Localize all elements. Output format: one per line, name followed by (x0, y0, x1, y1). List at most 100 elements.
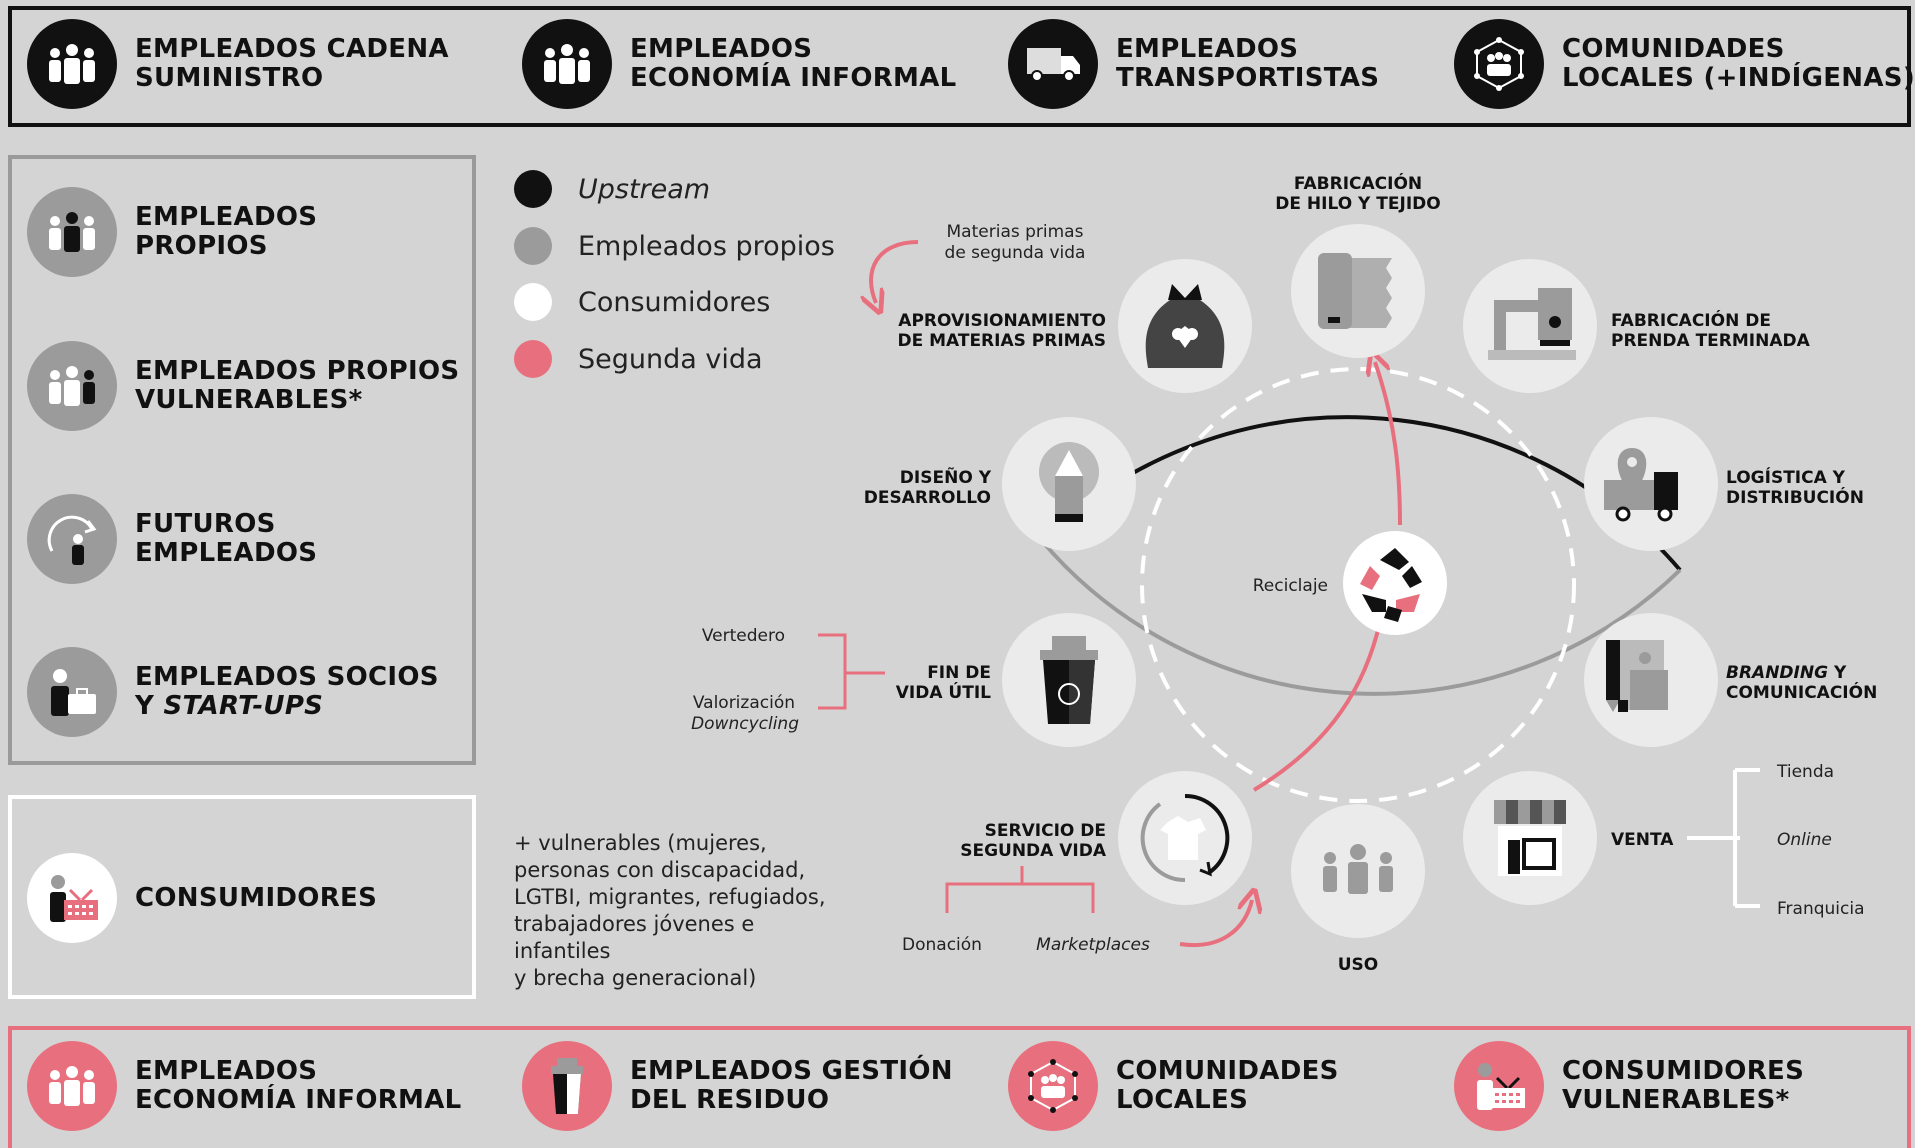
stage-fin-vida (1002, 613, 1136, 747)
stakeholder-label: LOCALES (1116, 1085, 1249, 1115)
stage-logistica (1584, 417, 1718, 551)
stage-fabricacion-prenda (1463, 259, 1597, 393)
legend-swatch (514, 340, 552, 378)
upstream-box (8, 6, 1911, 127)
legend-label: Upstream (578, 173, 711, 205)
stage-label: APROVISIONAMIENTO (898, 311, 1106, 331)
legend-second-life: Segunda vida (514, 340, 763, 378)
stage-branding (1584, 613, 1718, 747)
second-life-option: Donación (902, 935, 982, 955)
stakeholder-label: EMPLEADOS GESTIÓN (630, 1056, 953, 1086)
stage-aprovisionamiento (1118, 259, 1252, 393)
person-briefcase-icon (27, 647, 117, 737)
stakeholder-label: EMPLEADOS (135, 538, 318, 568)
legend-upstream: Upstream (514, 170, 710, 208)
stage-label: DISEÑO Y (900, 465, 992, 488)
stakeholder-label: START-UPS (163, 691, 324, 721)
stakeholder-label: CONSUMIDORES (1562, 1056, 1805, 1086)
stakeholder-label: EMPLEADOS (1116, 34, 1299, 64)
stakeholder-label: LOCALES (+INDÍGENAS) (1562, 63, 1915, 93)
stakeholder-label: CONSUMIDORES (135, 882, 378, 913)
legend-consumers: Consumidores (514, 283, 770, 321)
legend-label: Consumidores (578, 286, 771, 318)
stage-label: DE MATERIAS PRIMAS (897, 331, 1106, 351)
stakeholder-label: ECONOMÍA INFORMAL (630, 63, 957, 93)
person-basket-icon (1454, 1041, 1544, 1131)
community-network-icon (1008, 1041, 1098, 1131)
stakeholder-consumers: CONSUMIDORES (27, 853, 377, 943)
stage-servicio (1118, 771, 1252, 905)
consumers-box (8, 795, 476, 999)
second-life-option: Marketplaces (1036, 935, 1150, 955)
sales-bracket (1687, 768, 1760, 908)
people-icon (27, 1041, 117, 1131)
stage-label: FABRICACIÓN DE (1611, 309, 1771, 331)
stakeholder-label: VULNERABLES* (1562, 1085, 1790, 1115)
stage-label: USO (1338, 955, 1379, 975)
stage-label: DISTRIBUCIÓN (1726, 486, 1864, 508)
stage-label: FIN DE (927, 663, 991, 683)
raw-materials-arrow (871, 240, 919, 303)
stakeholder-label: EMPLEADOS PROPIOS (135, 356, 460, 386)
sales-channel: Tienda (1776, 762, 1834, 782)
fabric-roll-icon (1318, 253, 1392, 329)
sales-channel: Franquicia (1777, 899, 1865, 919)
legend-swatch (514, 227, 552, 265)
stage-label: LOGÍSTICA Y (1726, 466, 1846, 488)
end-of-life-option: Valorización (693, 693, 795, 713)
stage-label: PRENDA TERMINADA (1611, 331, 1811, 351)
own-employees-box (8, 155, 476, 765)
stage-fabricacion-hilo (1291, 224, 1425, 358)
people-icon (27, 187, 117, 277)
stakeholder-label: EMPLEADOS SOCIOS (135, 662, 439, 692)
stage-label: COMUNICACIÓN (1726, 681, 1877, 703)
stage-label: DE HILO Y TEJIDO (1275, 194, 1440, 214)
stage-uso (1291, 804, 1425, 938)
stage-label: SEGUNDA VIDA (960, 841, 1107, 861)
stage-venta (1463, 771, 1597, 905)
stakeholder-label: EMPLEADOS CADENA (135, 34, 449, 64)
marketplace-arrow (1179, 900, 1252, 948)
recycle-bin-icon (1040, 636, 1098, 724)
stage-label: VENTA (1611, 830, 1674, 850)
community-network-icon (1454, 19, 1544, 109)
stakeholder-label: VULNERABLES* (135, 385, 363, 415)
stage-label: VIDA ÚTIL (896, 681, 991, 703)
legend-label: Segunda vida (578, 343, 763, 375)
stakeholder-label: PROPIOS (135, 231, 268, 261)
recycle-label: Reciclaje (1253, 576, 1328, 596)
stage-diseno (1002, 417, 1136, 551)
raw-materials-note: Materias primas (947, 222, 1084, 242)
stage-label: DESARROLLO (864, 488, 991, 508)
recycle-arrow-out (1375, 362, 1402, 526)
people-icon (27, 19, 117, 109)
stakeholder-label: TRANSPORTISTAS (1116, 63, 1380, 93)
stakeholder-label: Y (135, 691, 164, 721)
person-basket-icon (27, 853, 117, 943)
pencil-icon (1039, 442, 1099, 522)
second-life-box (8, 1026, 1911, 1148)
shirt-cycle-icon (1140, 793, 1230, 883)
end-of-life-option: Vertedero (702, 626, 785, 646)
stage-label: FABRICACIÓN (1294, 172, 1422, 194)
legend-swatch (514, 283, 552, 321)
legend-label: Empleados propios (578, 230, 835, 262)
recycle-arrow-in (1252, 629, 1380, 792)
stakeholder-label: EMPLEADOS (135, 202, 318, 232)
stakeholder-label: DEL RESIDUO (630, 1085, 830, 1115)
stakeholder-label: FUTUROS (135, 509, 276, 539)
end-of-life-option: Downcycling (691, 714, 799, 734)
stakeholder-label: COMUNIDADES (1116, 1056, 1339, 1086)
raw-materials-note: de segunda vida (945, 243, 1086, 263)
stakeholder-label: SUMINISTRO (135, 63, 324, 93)
legend-own-employees: Empleados propios (514, 227, 835, 265)
